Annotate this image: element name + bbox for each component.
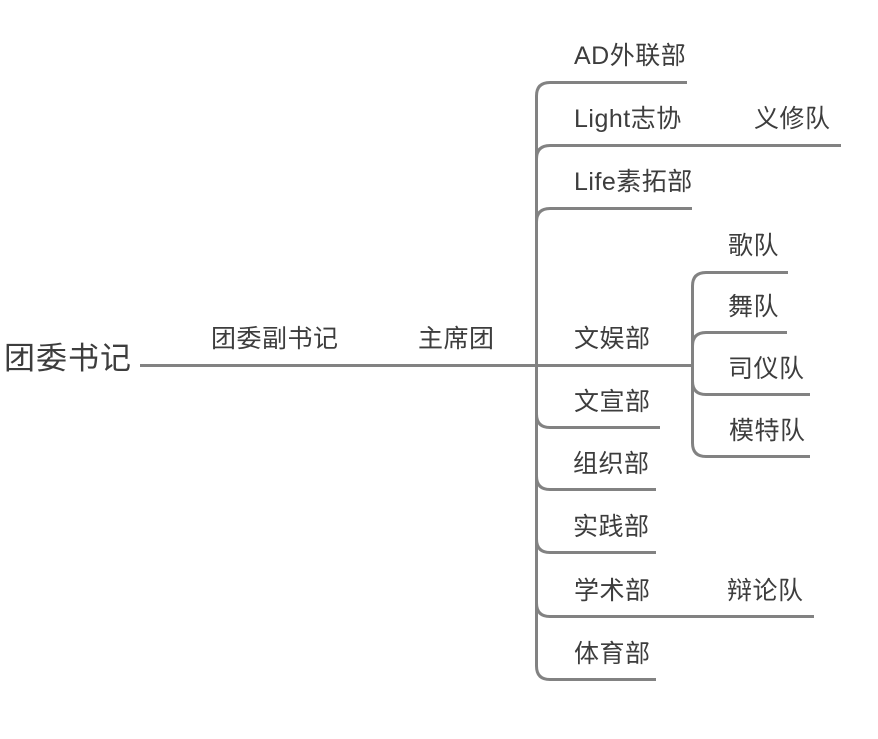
connector-sub-choir [691, 271, 788, 365]
connector-dept-sports [535, 365, 656, 681]
node-deputy-secretary: 团委副书记 [211, 325, 339, 353]
connector-dept-life-development [535, 207, 692, 365]
node-dept-organization: 组织部 [573, 450, 650, 478]
node-sub-choir: 歌队 [728, 232, 780, 260]
connector-dept-ad-outreach [535, 81, 687, 365]
node-sub-dance-team: 舞队 [728, 293, 780, 321]
node-sub-emcee-team: 司仪队 [728, 355, 805, 383]
node-sub-repair-team: 义修队 [754, 105, 831, 133]
node-presidium: 主席团 [418, 325, 495, 353]
node-dept-sports: 体育部 [574, 640, 651, 668]
node-dept-recreation: 文娱部 [574, 325, 651, 353]
node-dept-practice: 实践部 [573, 513, 650, 541]
node-dept-publicity: 文宣部 [574, 388, 651, 416]
node-sub-debate-team: 辩论队 [727, 577, 804, 605]
node-dept-life-development: Life素拓部 [574, 168, 693, 196]
node-dept-ad-outreach: AD外联部 [574, 42, 687, 70]
connector-sub-model-team [691, 365, 810, 458]
node-root-secretary: 团委书记 [4, 341, 132, 376]
node-dept-academic: 学术部 [574, 577, 651, 605]
node-sub-model-team: 模特队 [729, 417, 806, 445]
node-dept-light-volunteers: Light志协 [574, 105, 682, 133]
connector-sub-dance-team [691, 331, 787, 365]
connector-dept-light-volunteers [535, 144, 841, 365]
